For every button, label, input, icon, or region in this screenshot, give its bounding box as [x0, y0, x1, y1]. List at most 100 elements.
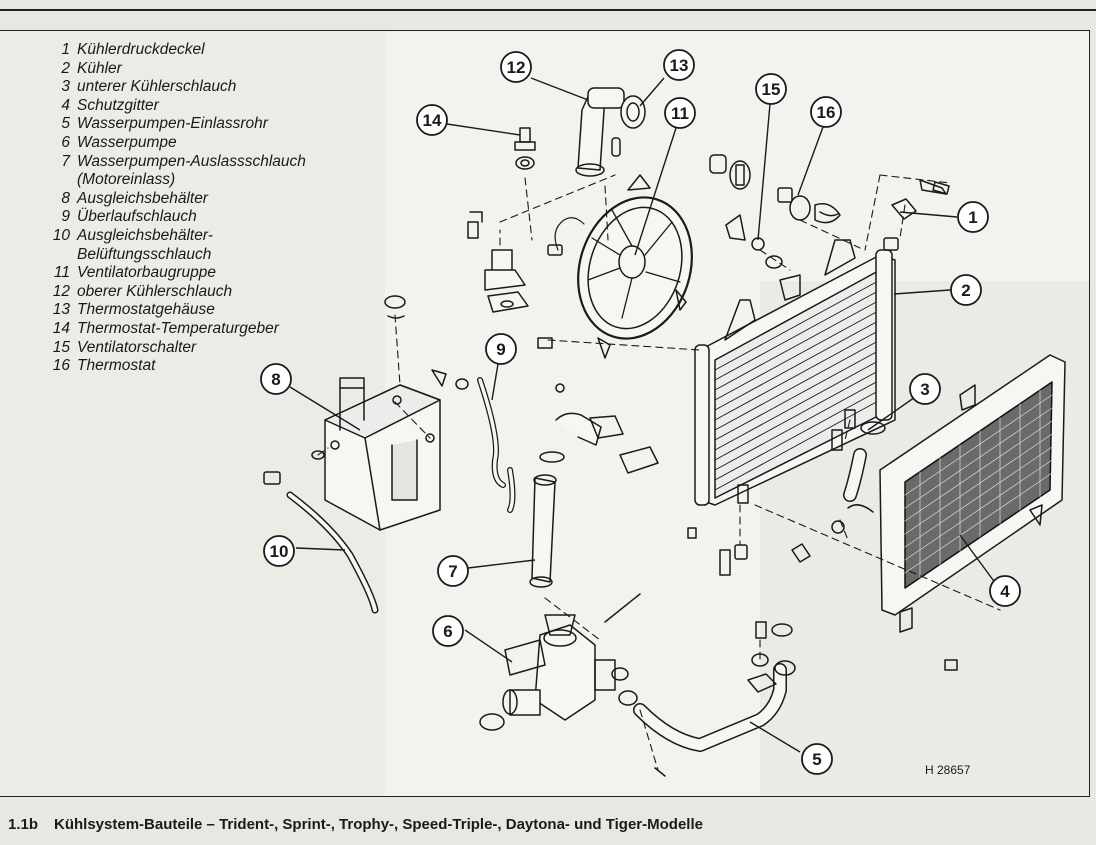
legend-item-label: Wasserpumpe	[77, 133, 177, 151]
legend-item-label: Kühlerdruckdeckel	[77, 41, 205, 58]
callout-10: 10	[263, 535, 295, 567]
water-pump-part	[479, 593, 641, 731]
mounting-hardware-part	[537, 181, 958, 671]
legend-item-label: Thermostat	[77, 357, 156, 375]
legend-item-number: 2	[61, 59, 70, 77]
legend-item-label: unterer Kühlerschlauch	[77, 78, 237, 96]
figure-caption: 1.1b Kühlsystem-Bauteile – Trident-, Spri…	[8, 816, 703, 833]
radiator-part	[694, 237, 899, 506]
legend-item-number: 6	[61, 133, 70, 151]
legend-item-continuation: Belüftungsschlauch	[77, 245, 212, 263]
svg-text:5: 5	[812, 750, 821, 769]
legend-item-number: 16	[52, 357, 70, 375]
svg-text:16: 16	[817, 103, 836, 122]
breather-hose-part	[263, 450, 379, 614]
legend-item-continuation: (Motoreinlass)	[77, 171, 176, 189]
callout-leaders	[289, 77, 997, 753]
svg-text:9: 9	[496, 340, 505, 359]
legend-item-label: Schutzgitter	[77, 96, 159, 114]
svg-text:13: 13	[670, 56, 689, 75]
legend-item-number: 13	[52, 301, 70, 319]
legend-item-number: 3	[61, 78, 70, 96]
legend-item-number: 8	[61, 189, 70, 207]
legend-item-label: Ausgleichsbehälter-	[77, 226, 213, 244]
overflow-hose-part	[431, 369, 516, 513]
assembly-lines	[317, 174, 1001, 771]
callout-4: 4	[989, 575, 1021, 607]
callout-11: 11	[664, 97, 696, 129]
legend-item-label: Überlaufschlauch	[77, 208, 197, 226]
legend-item-label: Thermostat-Temperaturgeber	[77, 319, 279, 337]
reservoir-part	[324, 295, 441, 531]
legend-item: 7 Wasserpumpen-Auslassschlauch	[50, 153, 306, 172]
svg-text:11: 11	[671, 104, 689, 123]
svg-text:7: 7	[448, 562, 457, 581]
caption-title: Kühlsystem-Bauteile – Trident-, Sprint-,…	[54, 816, 703, 833]
lower-hose-part	[831, 421, 886, 534]
callout-6: 6	[432, 615, 464, 647]
legend-item: 8 Ausgleichsbehälter	[50, 190, 306, 209]
svg-text:15: 15	[762, 80, 781, 99]
legend-item: 5 Wasserpumpen-Einlassrohr	[50, 115, 306, 134]
callout-14: 14	[416, 104, 448, 136]
legend-item-label: Ventilatorbaugruppe	[77, 264, 217, 282]
callout-15: 15	[755, 73, 787, 105]
thermostat-part	[777, 187, 841, 224]
legend-item: 12 oberer Kühlerschlauch	[50, 283, 306, 302]
figure-id: H 28657	[925, 763, 971, 777]
svg-text:1: 1	[968, 208, 977, 227]
legend-item-label: oberer Kühlerschlauch	[77, 282, 233, 300]
fan-switch-part	[709, 154, 783, 269]
callout-7: 7	[437, 555, 469, 587]
callout-2: 2	[950, 274, 982, 306]
legend-item: 6 Wasserpumpe	[50, 134, 306, 153]
caption-number: 1.1b	[8, 816, 39, 833]
svg-text:10: 10	[270, 542, 289, 561]
callout-9: 9	[485, 333, 517, 365]
legend-item-label: Wasserpumpen-Auslassschlauch	[77, 152, 306, 170]
callout-8: 8	[260, 363, 292, 395]
svg-text:4: 4	[1000, 582, 1010, 601]
svg-text:14: 14	[423, 111, 442, 130]
callout-12: 12	[500, 51, 532, 83]
svg-text:3: 3	[920, 380, 929, 399]
legend-item-label: Ausgleichsbehälter	[77, 189, 208, 207]
callout-5: 5	[801, 743, 833, 775]
svg-text:8: 8	[271, 370, 280, 389]
guard-grille-part	[879, 354, 1066, 633]
legend-item-number: 5	[61, 115, 70, 133]
thermostat-housing-part	[467, 211, 529, 313]
top-rule	[0, 9, 1096, 11]
callout-3: 3	[909, 373, 941, 405]
svg-text:6: 6	[443, 622, 452, 641]
legend-item-label: Thermostatgehäuse	[77, 301, 215, 319]
legend-item-number: 11	[53, 264, 70, 282]
callout-1: 1	[957, 201, 989, 233]
legend-item-label: Wasserpumpen-Einlassrohr	[77, 115, 268, 133]
fan-assembly-part	[547, 174, 693, 359]
legend-item-number: 10	[52, 226, 70, 244]
legend-item: 9 Überlaufschlauch	[50, 208, 306, 227]
svg-text:12: 12	[507, 58, 526, 77]
legend-item-number: 12	[52, 282, 70, 300]
legend-item-label: Ventilatorschalter	[77, 338, 197, 356]
bleed-through-left	[0, 31, 385, 796]
inlet-pipe-part	[633, 621, 796, 777]
callout-16: 16	[810, 96, 842, 128]
legend-item-number: 1	[61, 41, 70, 58]
legend-item-number: 7	[61, 152, 70, 170]
outlet-hose-part	[529, 383, 659, 588]
legend-item: 4 Schutzgitter	[50, 97, 306, 116]
legend-item: 10 Ausgleichsbehälter-	[50, 227, 306, 246]
svg-text:2: 2	[961, 281, 970, 300]
legend-item-number: 4	[61, 96, 70, 114]
legend-item: 16 Thermostat	[50, 357, 306, 376]
legend-item-number: 9	[61, 208, 70, 226]
callout-13: 13	[663, 49, 695, 81]
legend-item: 13 Thermostatgehäuse	[50, 301, 306, 320]
